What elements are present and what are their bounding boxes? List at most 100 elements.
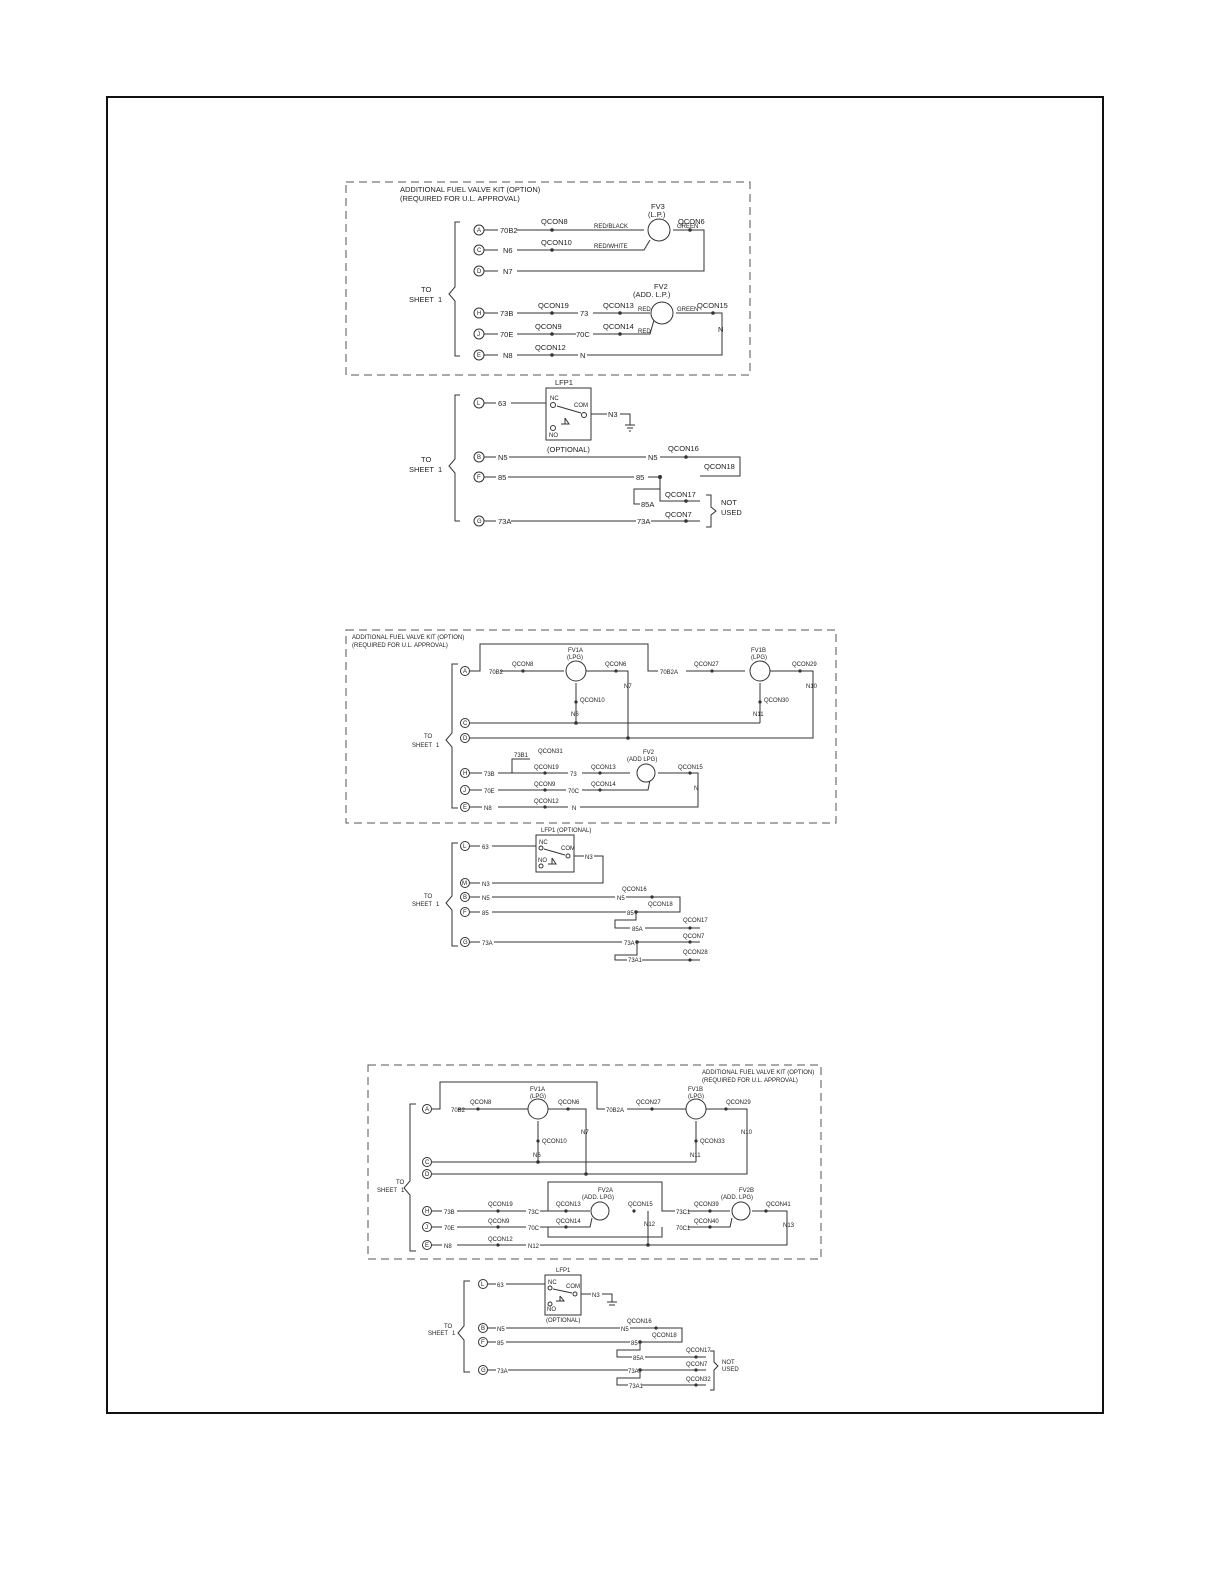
- wire-label: 70B2: [489, 670, 504, 676]
- terminal: H: [460, 768, 470, 778]
- svg-text:H: H: [425, 1209, 429, 1215]
- terminal: E: [473, 349, 485, 361]
- connector-label: QCON10: [541, 238, 572, 247]
- wire: [484, 319, 655, 335]
- wire-label: N3: [592, 1293, 600, 1299]
- wire-label: 73B: [500, 309, 513, 318]
- terminal: C: [460, 718, 470, 728]
- wire-label: N: [718, 325, 723, 334]
- connector-label: QCON13: [603, 301, 634, 310]
- wire: [432, 1081, 605, 1174]
- wire-label: 70E: [484, 789, 495, 795]
- wire-label: N10: [741, 1130, 753, 1136]
- svg-text:C: C: [463, 721, 468, 727]
- wire-label: 85A: [632, 927, 643, 933]
- wire-label: 85: [498, 473, 506, 482]
- wire-label: 73: [570, 772, 577, 778]
- svg-text:(L.P.): (L.P.): [648, 210, 666, 219]
- wire-label: N13: [783, 1223, 795, 1229]
- wire-color-label: RED/WHITE: [594, 244, 628, 250]
- connector-label: QCON10: [580, 698, 605, 704]
- wire-label: N: [572, 806, 576, 812]
- wire-label: 85A: [633, 1356, 644, 1362]
- wire: [470, 779, 651, 791]
- connector-label: QCON17: [683, 918, 708, 924]
- wire-label: 85: [497, 1341, 504, 1347]
- wire-label: 73A: [482, 941, 493, 947]
- connector-label: QCON7: [686, 1362, 708, 1368]
- svg-text:E: E: [463, 805, 467, 811]
- optional-label: (OPTIONAL): [547, 445, 590, 454]
- svg-text:FV2B: FV2B: [739, 1188, 754, 1194]
- wire-label: 73A: [637, 517, 650, 526]
- sheet-label: SHEET: [409, 465, 434, 474]
- kit-title-line2: (REQUIRED FOR U.L. APPROVAL): [702, 1078, 798, 1084]
- svg-text:FV1A: FV1A: [530, 1087, 545, 1093]
- terminal: D: [460, 733, 470, 743]
- not-used-label: USED: [721, 508, 742, 517]
- option-kit-boundary: [345, 629, 837, 824]
- wire-label: 73B: [484, 772, 495, 778]
- to-label: TO: [421, 455, 431, 464]
- wire: [470, 772, 699, 808]
- low-fuel-pressure-switch: LFP1 NC COM NO: [544, 1268, 582, 1316]
- brace: [710, 1350, 719, 1391]
- svg-text:L: L: [477, 401, 481, 407]
- not-used-label: NOT: [721, 498, 737, 507]
- fuel-valve-fv1a: FV1A (LPG): [527, 1087, 549, 1120]
- connector-label: QCON29: [792, 662, 817, 668]
- diagram-2: ADDITIONAL FUEL VALVE KIT (OPTION) (REQU…: [345, 629, 837, 964]
- terminal: J: [460, 785, 470, 795]
- wire-label: N8: [503, 351, 513, 360]
- fuel-valve-fv1b: FV1B (LPG): [685, 1087, 707, 1120]
- connector-label: QCON39: [694, 1202, 719, 1208]
- connector-label: QCON14: [591, 782, 616, 788]
- connector-dot: [521, 669, 802, 809]
- svg-text:(LPG): (LPG): [751, 655, 767, 661]
- terminal: D: [473, 265, 485, 277]
- wire-label: N11: [690, 1153, 701, 1159]
- wire-label: 73: [580, 309, 588, 318]
- wire-label: N3: [608, 410, 618, 419]
- connector-label: QCON27: [694, 662, 719, 668]
- svg-text:(LPG): (LPG): [530, 1094, 546, 1100]
- connector-label: QCON31: [538, 749, 563, 755]
- kit-title-line1: ADDITIONAL FUEL VALVE KIT (OPTION): [352, 635, 464, 641]
- wire-label: N5: [498, 453, 508, 462]
- wire-label: N5: [617, 896, 625, 902]
- terminal: C: [473, 244, 485, 256]
- wire-ground: [488, 1283, 617, 1306]
- wire-label: N12: [644, 1222, 656, 1228]
- wire: [484, 312, 723, 356]
- terminal: G: [478, 1365, 488, 1375]
- svg-text:E: E: [477, 353, 481, 359]
- wire: [484, 476, 700, 505]
- wire-color-label: RED: [638, 329, 651, 335]
- terminal: L: [460, 841, 470, 851]
- kit-title-line2: (REQUIRED FOR U.L. APPROVAL): [400, 194, 520, 203]
- fuel-valve-fv1b: FV1B (LPG): [749, 648, 771, 682]
- connector-label: QCON10: [542, 1139, 567, 1145]
- svg-text:NO: NO: [538, 858, 547, 864]
- low-fuel-pressure-switch: LFP1 (OPTIONAL) NC COM NO: [535, 828, 591, 873]
- svg-text:B: B: [481, 1326, 485, 1332]
- not-used-label: USED: [722, 1367, 739, 1373]
- svg-text:A: A: [477, 228, 481, 234]
- sheet-number: 1: [436, 743, 440, 749]
- wire-label: 73B1: [514, 753, 529, 759]
- sheet-number: 1: [438, 295, 442, 304]
- connector-label: QCON16: [622, 887, 647, 893]
- wire-label: N: [694, 786, 698, 792]
- connector-label: QCON30: [764, 698, 789, 704]
- to-label: TO: [396, 1180, 405, 1186]
- connector-label: QCON33: [700, 1139, 725, 1145]
- wire-label: 63: [482, 845, 489, 851]
- option-kit-boundary: [345, 181, 751, 376]
- wire: [488, 1341, 706, 1358]
- to-label: TO: [444, 1324, 453, 1330]
- terminal: H: [473, 307, 485, 319]
- svg-text:FV1B: FV1B: [688, 1087, 703, 1093]
- diagram-1: ADDITIONAL FUEL VALVE KIT (OPTION) (REQU…: [345, 181, 751, 528]
- wire-label: N5: [621, 1327, 629, 1333]
